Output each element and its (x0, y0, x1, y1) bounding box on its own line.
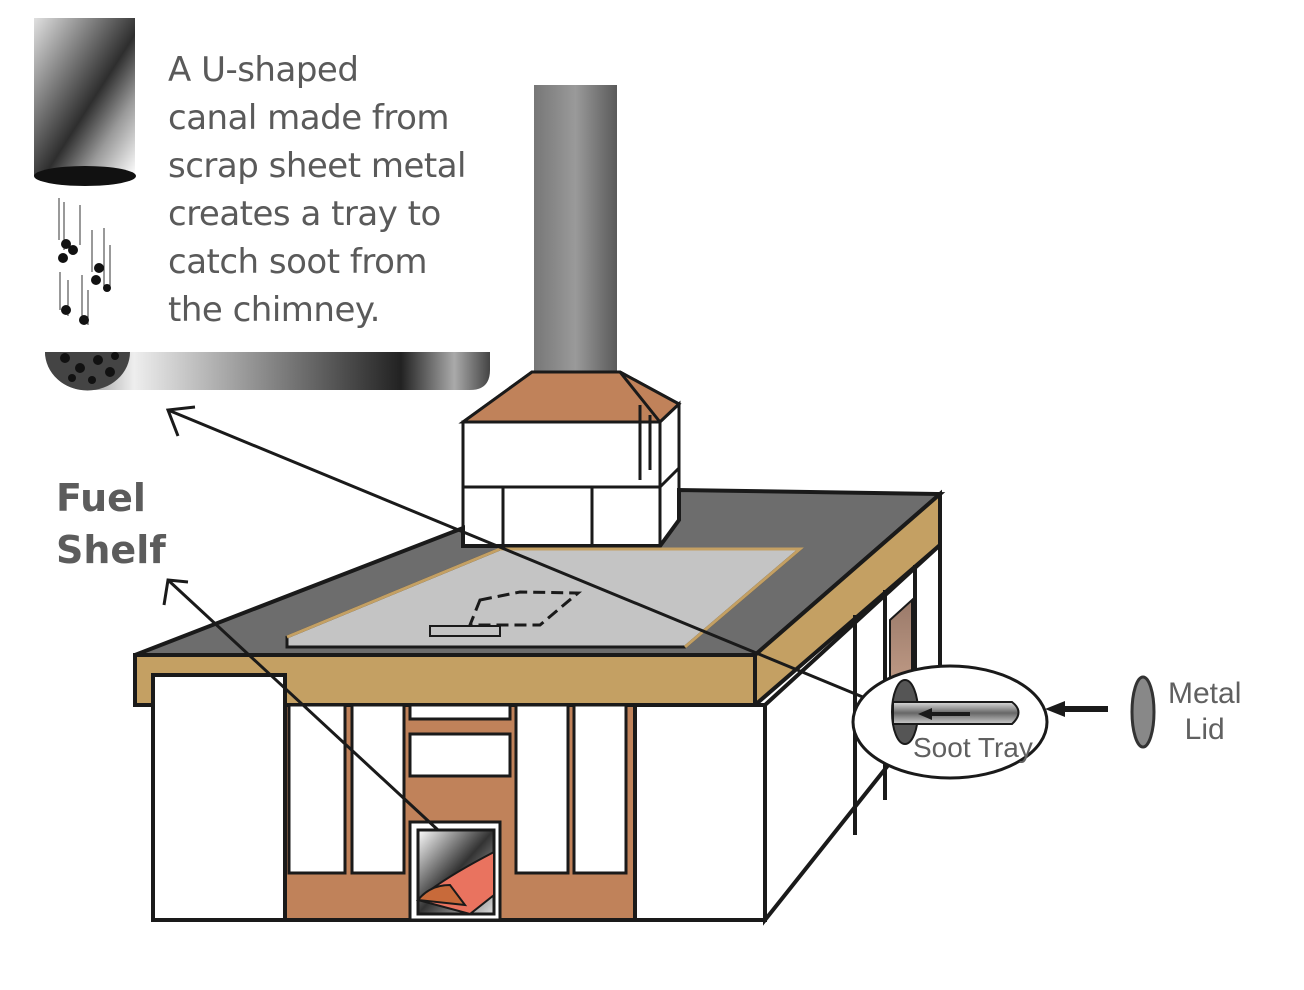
label-line: Shelf (56, 528, 166, 572)
soot-tray-label: Soot Tray (913, 732, 1033, 763)
pot-outline (467, 590, 583, 627)
label-line: Metal (1168, 677, 1242, 710)
fuel-shelf-label: Fuel Shelf (56, 472, 166, 576)
metal-lid-label: Metal Lid (1168, 676, 1241, 748)
callout-line: A U-shaped (168, 50, 359, 90)
callout-line: catch soot from (168, 242, 428, 282)
canal-tray-icon (45, 352, 490, 391)
callout-line: the chimney. (168, 290, 380, 330)
callout-line: canal made from (168, 98, 450, 138)
canal-callout: A U-shaped canal made from scrap sheet m… (168, 46, 508, 334)
falling-soot-icon (58, 198, 111, 325)
chimney-housing (458, 370, 682, 551)
label-line: Fuel (56, 476, 146, 520)
callout-line: creates a tray to (168, 194, 441, 234)
label-line: Lid (1184, 713, 1225, 746)
metal-lid-icon (1130, 675, 1156, 749)
pointer-arrows (162, 405, 871, 832)
stove-body (151, 540, 942, 926)
callout-line: scrap sheet metal (168, 146, 467, 186)
pipe-icon (34, 18, 136, 186)
stove-top (133, 487, 946, 710)
chimney-pipe (534, 85, 617, 375)
soot-tray-detail (851, 664, 1108, 780)
